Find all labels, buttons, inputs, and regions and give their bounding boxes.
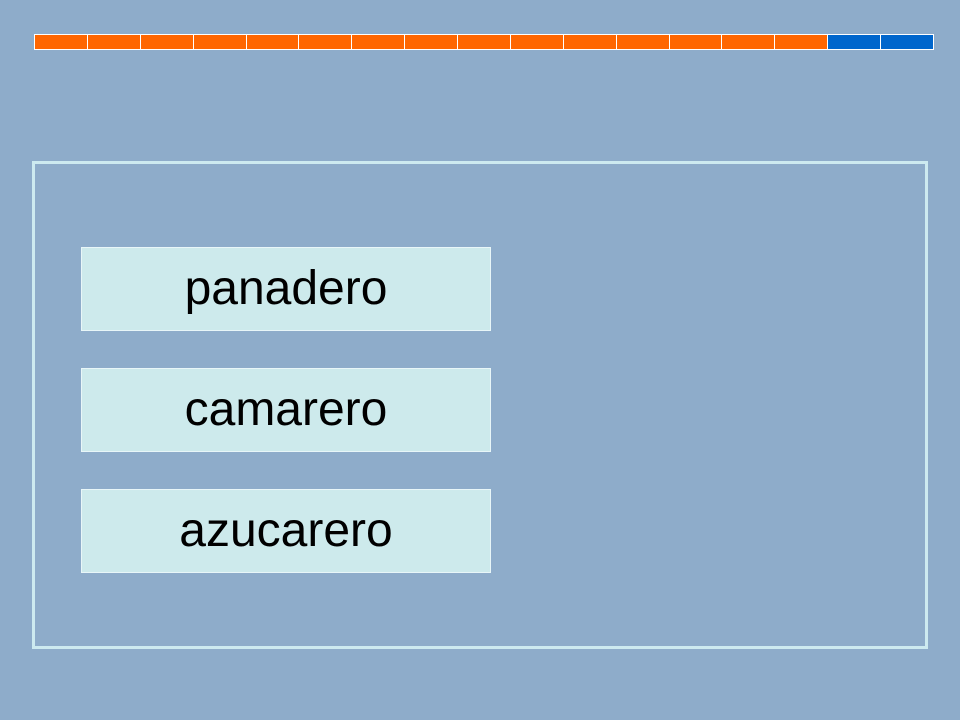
progress-segment-completed — [722, 35, 775, 49]
word-label: azucarero — [179, 504, 393, 557]
progress-segment-completed — [669, 35, 722, 49]
progress-segment-remaining — [881, 35, 933, 49]
word-option-panadero[interactable]: panadero — [81, 247, 491, 331]
progress-segment-completed — [299, 35, 352, 49]
word-option-azucarero[interactable]: azucarero — [81, 489, 491, 573]
progress-bar — [34, 34, 934, 50]
progress-segment-completed — [616, 35, 669, 49]
progress-segment-completed — [140, 35, 193, 49]
word-label: panadero — [184, 262, 388, 315]
progress-segment-completed — [35, 35, 87, 49]
progress-segment-completed — [405, 35, 457, 49]
progress-segment-completed — [87, 35, 140, 49]
progress-segment-completed — [563, 35, 616, 49]
word-option-camarero[interactable]: camarero — [81, 368, 491, 452]
progress-segment-completed — [458, 35, 510, 49]
word-label: camarero — [184, 383, 388, 436]
progress-segment-completed — [352, 35, 405, 49]
progress-segment-completed — [775, 35, 828, 49]
progress-segment-completed — [246, 35, 299, 49]
progress-segment-completed — [510, 35, 563, 49]
word-panel: panadero camarero azucarero — [32, 161, 928, 649]
progress-segment-completed — [193, 35, 246, 49]
progress-segment-remaining — [828, 35, 880, 49]
